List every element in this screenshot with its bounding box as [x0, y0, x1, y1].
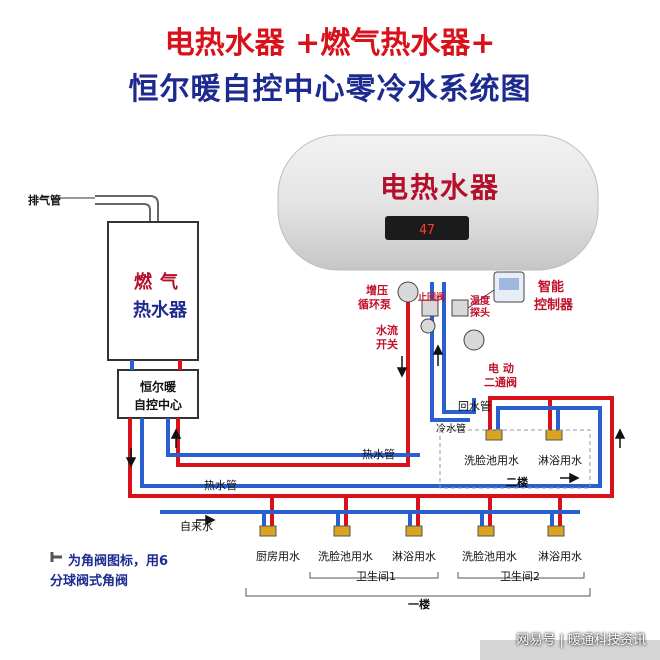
bath2-shower-label: 淋浴用水	[538, 550, 582, 563]
angle-valves	[259, 429, 565, 537]
flow-switch-icon	[420, 318, 436, 334]
gas-heater-label-1: 燃气	[134, 272, 186, 293]
check-valve-label: 止回阀	[418, 293, 446, 303]
exhaust-pipe	[95, 195, 159, 222]
check-valve-icon	[421, 299, 439, 317]
exhaust-label: 排气管	[28, 194, 61, 207]
smart-controller-label-1: 智能	[538, 280, 565, 295]
booster-pump-label-1: 增压	[366, 284, 388, 297]
hot-pipe-lower-label: 热水管	[204, 479, 237, 492]
tap-water-label: 自来水	[180, 520, 213, 533]
title-line-1: 电热水器 +燃气热水器+	[164, 26, 496, 61]
heater-display	[385, 216, 469, 240]
electric-heater-label: 电热水器	[379, 171, 500, 204]
electric-valve-label-1: 电 动	[488, 362, 514, 375]
control-center-label-1: 恒尔暖	[139, 380, 176, 394]
bath1-washbasin-label: 洗脸池用水	[318, 550, 373, 563]
control-center-box	[117, 369, 199, 419]
gas-heater-box	[107, 221, 199, 361]
booster-pump-label-2: 循环泵	[358, 298, 391, 311]
flow-switch-label-1: 水流	[376, 324, 398, 337]
second-floor-washbasin-label: 洗脸池用水	[464, 454, 519, 467]
cold-water-pipes	[140, 282, 602, 528]
angle-valve-note-1: 为角阀图标，用6	[68, 554, 169, 569]
second-floor-shower-label: 淋浴用水	[538, 454, 582, 467]
bath1-shower-label: 淋浴用水	[392, 550, 436, 563]
return-pipe-label: 回水管	[458, 400, 491, 413]
second-floor-label: 二楼	[506, 476, 528, 489]
cold-pipe-label: 冷水管	[436, 424, 466, 435]
first-floor-label: 一楼	[408, 598, 430, 611]
angle-valve-legend-icon	[50, 552, 62, 562]
bath2-washbasin-label: 洗脸池用水	[462, 550, 517, 563]
gas-heater-label-2: 热水器	[133, 300, 187, 321]
temp-probe-icon	[451, 299, 469, 317]
control-center-label-2: 自控中心	[133, 398, 182, 412]
temp-probe-label-1: 温度	[470, 296, 490, 307]
bathroom2-label: 卫生间2	[500, 570, 540, 583]
second-floor-region	[439, 429, 591, 489]
hot-water-pipes	[128, 282, 614, 528]
title-line-2: 恒尔暖自控中心零冷水系统图	[128, 72, 532, 107]
kitchen-label: 厨房用水	[256, 550, 300, 563]
temp-probe-label-2: 探头	[470, 308, 490, 319]
electric-valve-icon	[463, 329, 485, 351]
angle-valve-note-2: 分球阀式角阀	[50, 574, 129, 589]
electric-heater-tank	[277, 134, 599, 271]
bathroom1-label: 卫生间1	[356, 570, 396, 583]
flow-switch-label-2: 开关	[376, 338, 398, 351]
first-floor-bracket	[245, 588, 591, 597]
bathroom2-bracket	[457, 572, 585, 579]
bathroom1-bracket	[309, 572, 439, 579]
hot-pipe-upper-label: 热水管	[362, 448, 395, 461]
heater-fittings	[397, 271, 525, 351]
electric-valve-label-2: 二通阀	[484, 376, 517, 389]
watermark: 网易号 | 暖通科技资讯	[516, 633, 646, 648]
smart-controller-label-2: 控制器	[534, 298, 574, 313]
heater-display-value: 47	[419, 223, 435, 238]
flow-arrows	[125, 344, 626, 526]
booster-pump-icon	[397, 281, 419, 303]
